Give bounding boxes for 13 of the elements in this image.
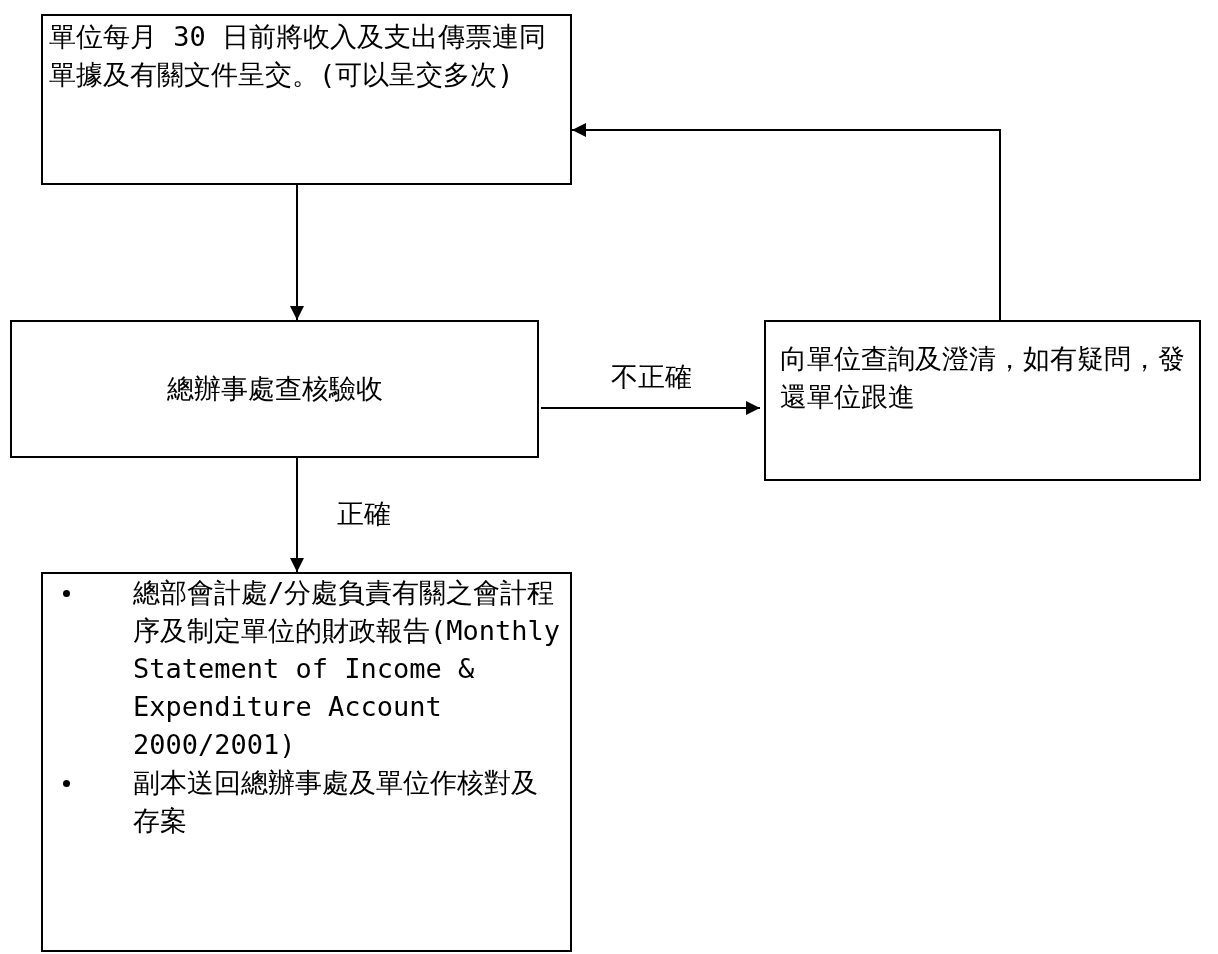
- box-text: 總部會計處/分處負責有關之會計程序及制定單位的財政報告(Monthly Statement of Income & Expenditure Account 2000/2001): [133, 576, 562, 762]
- arrow: [290, 184, 304, 321]
- process-box: [10, 320, 539, 458]
- box-text: 向單位查詢及澄清，如有疑問，發還單位跟進: [780, 342, 1185, 414]
- arrow: [571, 123, 1001, 321]
- process-box: [764, 320, 1201, 481]
- box-text: 副本送回總辦事處及單位作核對及存案: [133, 766, 539, 838]
- arrow: [540, 401, 761, 415]
- box-text: 總辦事處查核驗收: [166, 372, 383, 406]
- box-text: 單位每月 30 日前將收入及支出傳票連同單據及有關文件呈交。(可以呈交多次): [49, 20, 548, 92]
- arrow: [290, 457, 304, 573]
- process-box: [41, 572, 572, 952]
- process-box: [41, 14, 572, 185]
